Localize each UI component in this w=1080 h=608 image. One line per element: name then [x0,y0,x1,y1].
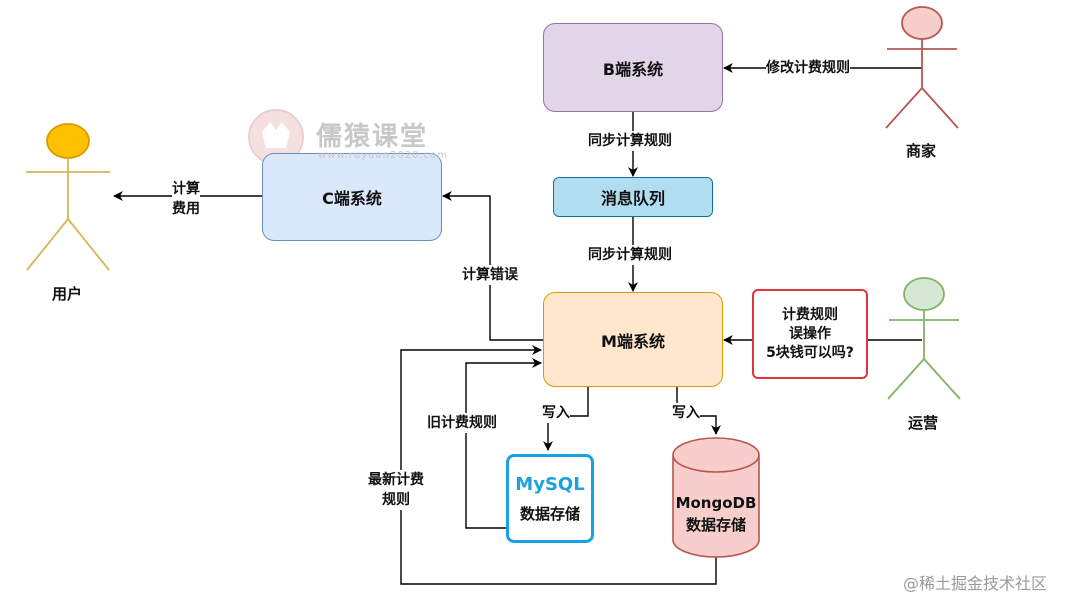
label-new-rules-line-2: 规则 [382,492,410,508]
watermark-url: www.ruyuan2020.com [318,150,448,161]
label-calc-fee: 计算 费用 [172,179,200,219]
mysql-storage-box[interactable]: MySQL 数据存储 [506,454,594,543]
mongodb-name: MongoDB [675,494,757,512]
label-old-rules: 旧计费规则 [427,413,497,433]
label-calc-fee-line-1: 计算 [172,181,200,197]
edge-mysql-to-m [465,358,542,529]
label-calc-error: 计算错误 [462,265,518,285]
watermark-logo [248,109,304,165]
error-note-line-2: 误操作 [789,325,831,342]
label-new-rules: 最新计费 规则 [368,470,424,510]
mongodb-storage-label: 数据存储 [685,516,746,534]
ops-figure [887,277,961,400]
label-new-rules-line-1: 最新计费 [368,472,424,488]
user-name: 用户 [52,285,83,303]
mysql-logo: MySQL [515,473,585,495]
b-system-box[interactable]: B端系统 [543,23,723,112]
merchant-figure [885,6,959,129]
mysql-label: 数据存储 [519,504,580,523]
label-write-mysql: 写入 [542,403,570,423]
merchant-name: 商家 [906,142,937,160]
user-figure [26,123,110,271]
ops-error-note: 计费规则 误操作 5块钱可以吗? [752,289,868,379]
platform-credit: @稀土掘金技术社区 [903,574,1048,593]
watermark-brand: 儒猿课堂 [316,122,429,152]
c-system-box[interactable]: C端系统 [262,153,442,241]
error-note-line-1: 计费规则 [782,306,838,323]
m-system-box[interactable]: M端系统 [543,292,723,387]
message-queue-box[interactable]: 消息队列 [553,177,713,217]
label-sync-rules-2: 同步计算规则 [588,245,672,265]
mongodb-cylinder [672,437,760,558]
edge-mongo-to-m [400,345,717,585]
label-modify-rules: 修改计费规则 [766,58,850,78]
label-calc-fee-line-2: 费用 [172,201,200,217]
ops-name: 运营 [908,414,939,432]
label-write-mongo: 写入 [672,403,700,423]
mongodb-label: MongoDB 数据存储 [668,492,764,536]
error-note-line-3: 5块钱可以吗? [766,344,854,361]
label-sync-rules-1: 同步计算规则 [588,131,672,151]
